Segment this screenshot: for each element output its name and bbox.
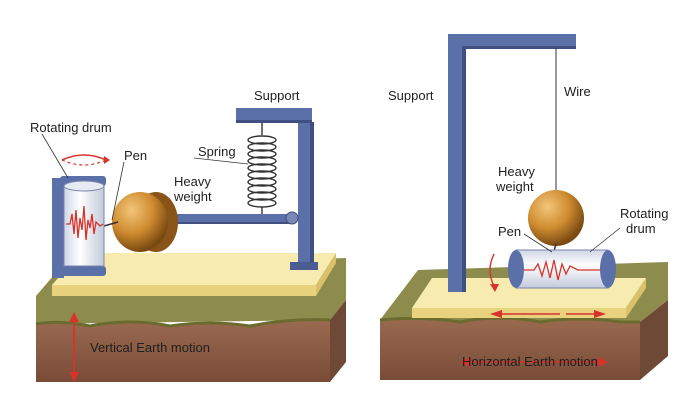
label-pen-left: Pen [124,148,147,163]
label-heavy-right-1: Heavy [498,164,535,179]
vertical-motion-arrow [69,312,79,382]
label-heavy-left-2: weight [173,189,212,204]
label-heavy-right-2: weight [495,179,534,194]
label-support-right: Support [388,88,434,103]
left-panel: Rotating drum Pen Heavy weight Spring Su… [30,88,346,382]
left-heavy-weight [112,192,178,252]
right-heavy-weight [528,190,584,246]
weight-arm [170,211,299,225]
spring [247,123,277,216]
label-vertical-motion: Vertical Earth motion [90,340,210,355]
label-horizontal-motion: Horizontal Earth motion [462,354,598,369]
label-support-left: Support [254,88,300,103]
horizontal-motion-arrows-platform [490,310,606,318]
right-leader-lines [523,227,621,253]
label-rotating-drum-left: Rotating drum [30,120,112,135]
right-support-frame [448,34,576,292]
left-pen [103,221,119,227]
label-wire: Wire [564,84,591,99]
horizontal-motion-arrow [460,357,608,367]
left-rotating-drum [52,154,110,278]
label-pen-right: Pen [498,224,521,239]
right-rotating-drum [489,249,616,292]
left-leader-lines [41,133,249,221]
label-heavy-left-1: Heavy [174,174,211,189]
right-panel: Support Wire Heavy weight Pen Rotating d… [379,34,668,380]
label-rotating-right-1: Rotating [620,206,668,221]
left-support-frame [236,108,318,270]
label-rotating-right-2: drum [626,221,656,236]
left-platform [52,253,336,296]
label-spring: Spring [198,144,236,159]
